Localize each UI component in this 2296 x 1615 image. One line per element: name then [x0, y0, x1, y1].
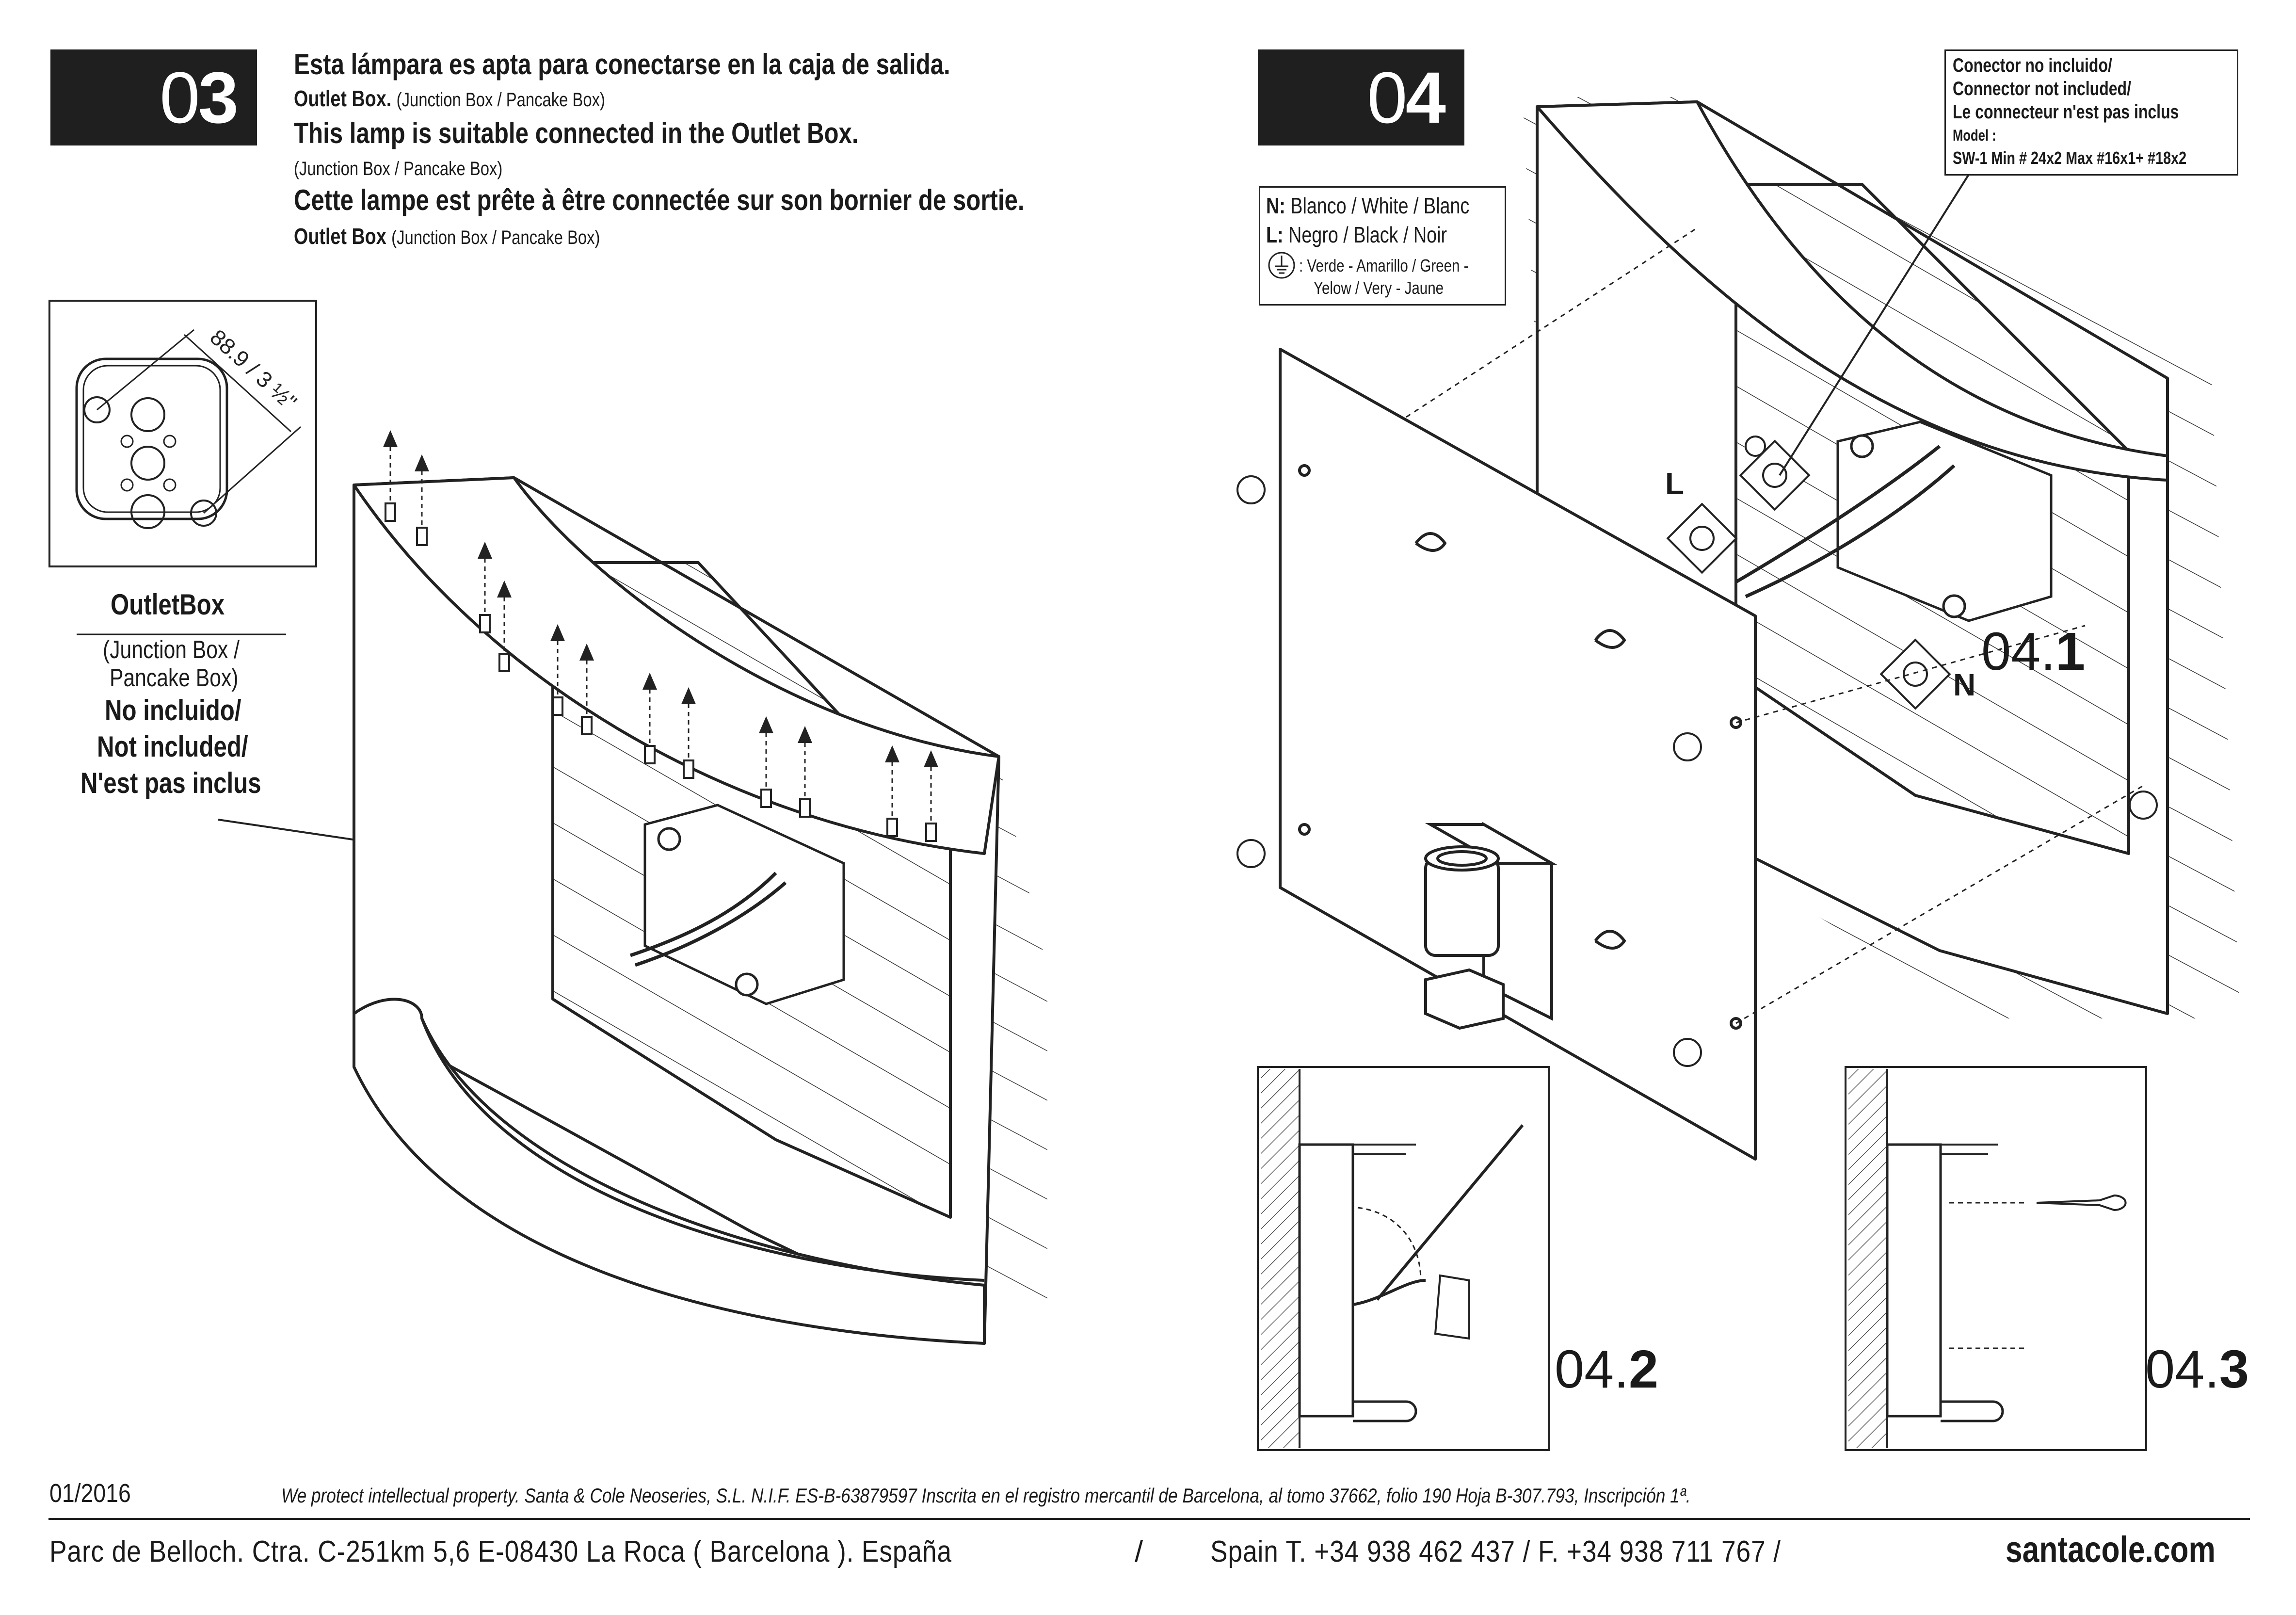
outlet-box-detail [48, 300, 317, 567]
outletbox-sub1: (Junction Box / [103, 636, 240, 664]
screw-icon [385, 502, 396, 522]
substep-04-3-num: 3 [2219, 1340, 2249, 1399]
substep-04-1-num: 1 [2055, 622, 2086, 681]
footer-phone: Spain T. +34 938 462 437 / F. +34 938 71… [1210, 1535, 1781, 1568]
step-4-number-prefix: 0 [1367, 57, 1407, 138]
arrow-head-icon [681, 687, 696, 704]
step-3-line-en: This lamp is suitable connected in the O… [294, 117, 859, 149]
arrow-head-icon [477, 541, 493, 559]
legend-ground-line2: Yelow / Very - Jaune [1314, 278, 1444, 298]
wire-color-legend: N: Blanco / White / Blanc L: Negro / Bla… [1259, 186, 1506, 306]
screw-icon [799, 798, 811, 818]
connector-en: Connector not included/ [1953, 78, 2131, 99]
screw-icon [683, 759, 694, 779]
step3-junction-box [629, 804, 845, 1005]
footer-website[interactable]: santacole.com [2006, 1529, 2216, 1570]
arrow-head-icon [550, 624, 565, 641]
outletbox-title: OutletBox [111, 588, 225, 621]
arrow-head-icon [414, 454, 430, 471]
step-3-line-outlet-fr: Outlet Box (Junction Box / Pancake Box) [294, 223, 600, 249]
step-3-line-paren-en: (Junction Box / Pancake Box) [294, 154, 502, 180]
arrow-head-icon [383, 430, 398, 447]
arrow-head-icon [642, 672, 658, 690]
model-value: SW-1 Min # 24x2 Max #16x1+ #18x2 [1953, 148, 2187, 168]
footer-date: 01/2016 [49, 1479, 131, 1508]
outlet-box-label-fr: Outlet Box [294, 224, 386, 249]
legend-l-value: Negro / Black / Noir [1288, 222, 1447, 247]
arrow-head-icon [758, 716, 774, 733]
connector-callout [1779, 174, 1970, 476]
alignment-lines [1406, 227, 2144, 1024]
step-4-number: 4 [1405, 57, 1446, 138]
not-included-es: No incluido/ [105, 694, 241, 727]
substep-04-2-num: 2 [1628, 1340, 1659, 1399]
lamp-socket [1424, 822, 1557, 1030]
footer-address: Parc de Belloch. Ctra. C-251km 5,6 E-084… [49, 1535, 952, 1568]
outletbox-sub2: Pancake Box) [110, 664, 239, 692]
substep-04-2: 04.2 [1555, 1339, 1658, 1400]
screw-icon [760, 789, 772, 808]
step3-screws [383, 430, 939, 842]
neutral-wire-label: N [1953, 667, 1976, 702]
step-3-line-outlet: Outlet Box. (Junction Box / Pancake Box) [294, 85, 605, 112]
model-label: Model : [1953, 127, 1996, 144]
junction-box-paren: (Junction Box / Pancake Box) [396, 89, 605, 111]
not-included-en: Not included/ [97, 730, 248, 763]
screw-icon [416, 527, 428, 546]
footer-separator: / [1135, 1535, 1143, 1568]
arrow-head-icon [579, 643, 594, 661]
substep-04-3: 04.3 [2145, 1339, 2249, 1400]
legend-l-key: L: [1266, 222, 1284, 247]
arrow-head-icon [797, 726, 813, 743]
screw-icon [925, 823, 937, 842]
substep-04-1: 04.1 [1981, 621, 2085, 682]
arrow-head-icon [884, 745, 900, 762]
footer-legal: We protect intellectual property. Santa … [281, 1484, 1691, 1507]
step-3-line-fr: Cette lampe est prête à être connectée s… [294, 184, 1025, 216]
step-3-number: 3 [198, 57, 239, 138]
connector-note: Conector no incluido/ Connector not incl… [1944, 49, 2238, 176]
mounting-plate [1279, 348, 1757, 1161]
substep-04-3-prefix: 04. [2145, 1340, 2219, 1399]
screw-icon [886, 818, 898, 837]
screw-icon [479, 614, 491, 633]
legend-ground-line1: : Verde - Amarillo / Green - [1299, 256, 1469, 275]
connector-es: Conector no incluido/ [1953, 55, 2112, 76]
ground-icon [1268, 252, 1295, 279]
arrow-head-icon [497, 580, 512, 598]
substep-04-1-prefix: 04. [1981, 622, 2055, 681]
substep-04-2-prefix: 04. [1555, 1340, 1629, 1399]
live-wire-label: L [1665, 466, 1685, 501]
screw-icon [644, 745, 656, 764]
legend-n-value: Blanco / White / Blanc [1290, 193, 1470, 218]
screw-icon [552, 696, 563, 716]
not-included-fr: N'est pas inclus [80, 767, 261, 799]
screw-icon [581, 716, 593, 735]
legend-neutral: N: Blanco / White / Blanc [1266, 193, 1469, 219]
connector-fr: Le connecteur n'est pas inclus [1953, 101, 2179, 123]
arrow-head-icon [923, 750, 939, 767]
junction-box-paren-fr: (Junction Box / Pancake Box) [391, 227, 600, 248]
junction-box-paren-en: (Junction Box / Pancake Box) [294, 158, 503, 179]
step4-junction-box [1735, 420, 2053, 622]
wire-connectors [1666, 436, 1951, 710]
legend-live: L: Negro / Black / Noir [1266, 222, 1447, 248]
legend-n-key: N: [1266, 193, 1285, 218]
screw-rotation-icons [1236, 475, 2158, 1067]
screw-icon [498, 653, 510, 672]
step-3-line-es: Esta lámpara es apta para conectarse en … [294, 48, 950, 81]
detail-04-3 [1845, 1066, 2147, 1451]
detail-04-2 [1257, 1066, 1550, 1451]
outlet-box-label: Outlet Box. [294, 86, 392, 111]
step-3-number-prefix: 0 [160, 57, 200, 138]
